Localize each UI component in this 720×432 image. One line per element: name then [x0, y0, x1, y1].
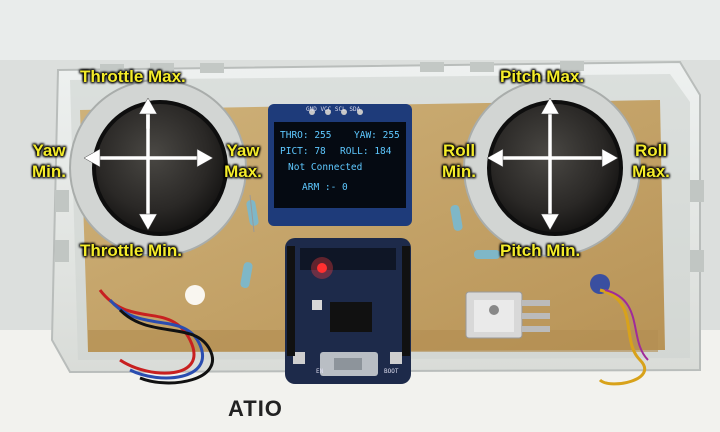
throttle-max-label: Throttle Max. [80, 67, 186, 86]
oled-arm: ARM :- 0 [302, 182, 348, 193]
roll-max-line1: Roll [634, 141, 668, 160]
oled-display: THRO: 255 YAW: 255 PICT: 78 ROLL: 184 No… [276, 124, 404, 206]
pitch-min-label: Pitch Min. [500, 241, 581, 260]
oled-throttle: THRO: 255 [280, 130, 332, 141]
yaw-max-line1: Yaw [226, 141, 260, 160]
roll-min-line1: Roll [442, 141, 476, 160]
oled-status: Not Connected [288, 162, 363, 173]
pitch-max-label: Pitch Max. [500, 67, 585, 86]
paper-text: ATIO [228, 396, 283, 421]
throttle-min-label: Throttle Min. [80, 241, 182, 260]
oled-pitch: PICT: 78 [280, 146, 326, 157]
oled-yaw: YAW: 255 [354, 130, 400, 141]
yaw-min-line2: Min. [32, 162, 66, 181]
roll-max-line2: Max. [632, 162, 670, 181]
oled-pin-labels: GND VCC SCL SDA [306, 106, 361, 113]
oled-roll: ROLL: 184 [340, 146, 392, 157]
yaw-min-line1: Yaw [32, 141, 66, 160]
roll-min-label: Roll Min. [436, 140, 482, 182]
roll-max-label: Roll Max. [628, 140, 674, 182]
yaw-max-label: Yaw Max. [220, 140, 266, 182]
yaw-max-line2: Max. [224, 162, 262, 181]
board-en-label: EN [316, 368, 324, 375]
roll-min-line2: Min. [442, 162, 476, 181]
board-boot-label: BOOT [384, 368, 399, 375]
yaw-min-label: Yaw Min. [26, 140, 72, 182]
